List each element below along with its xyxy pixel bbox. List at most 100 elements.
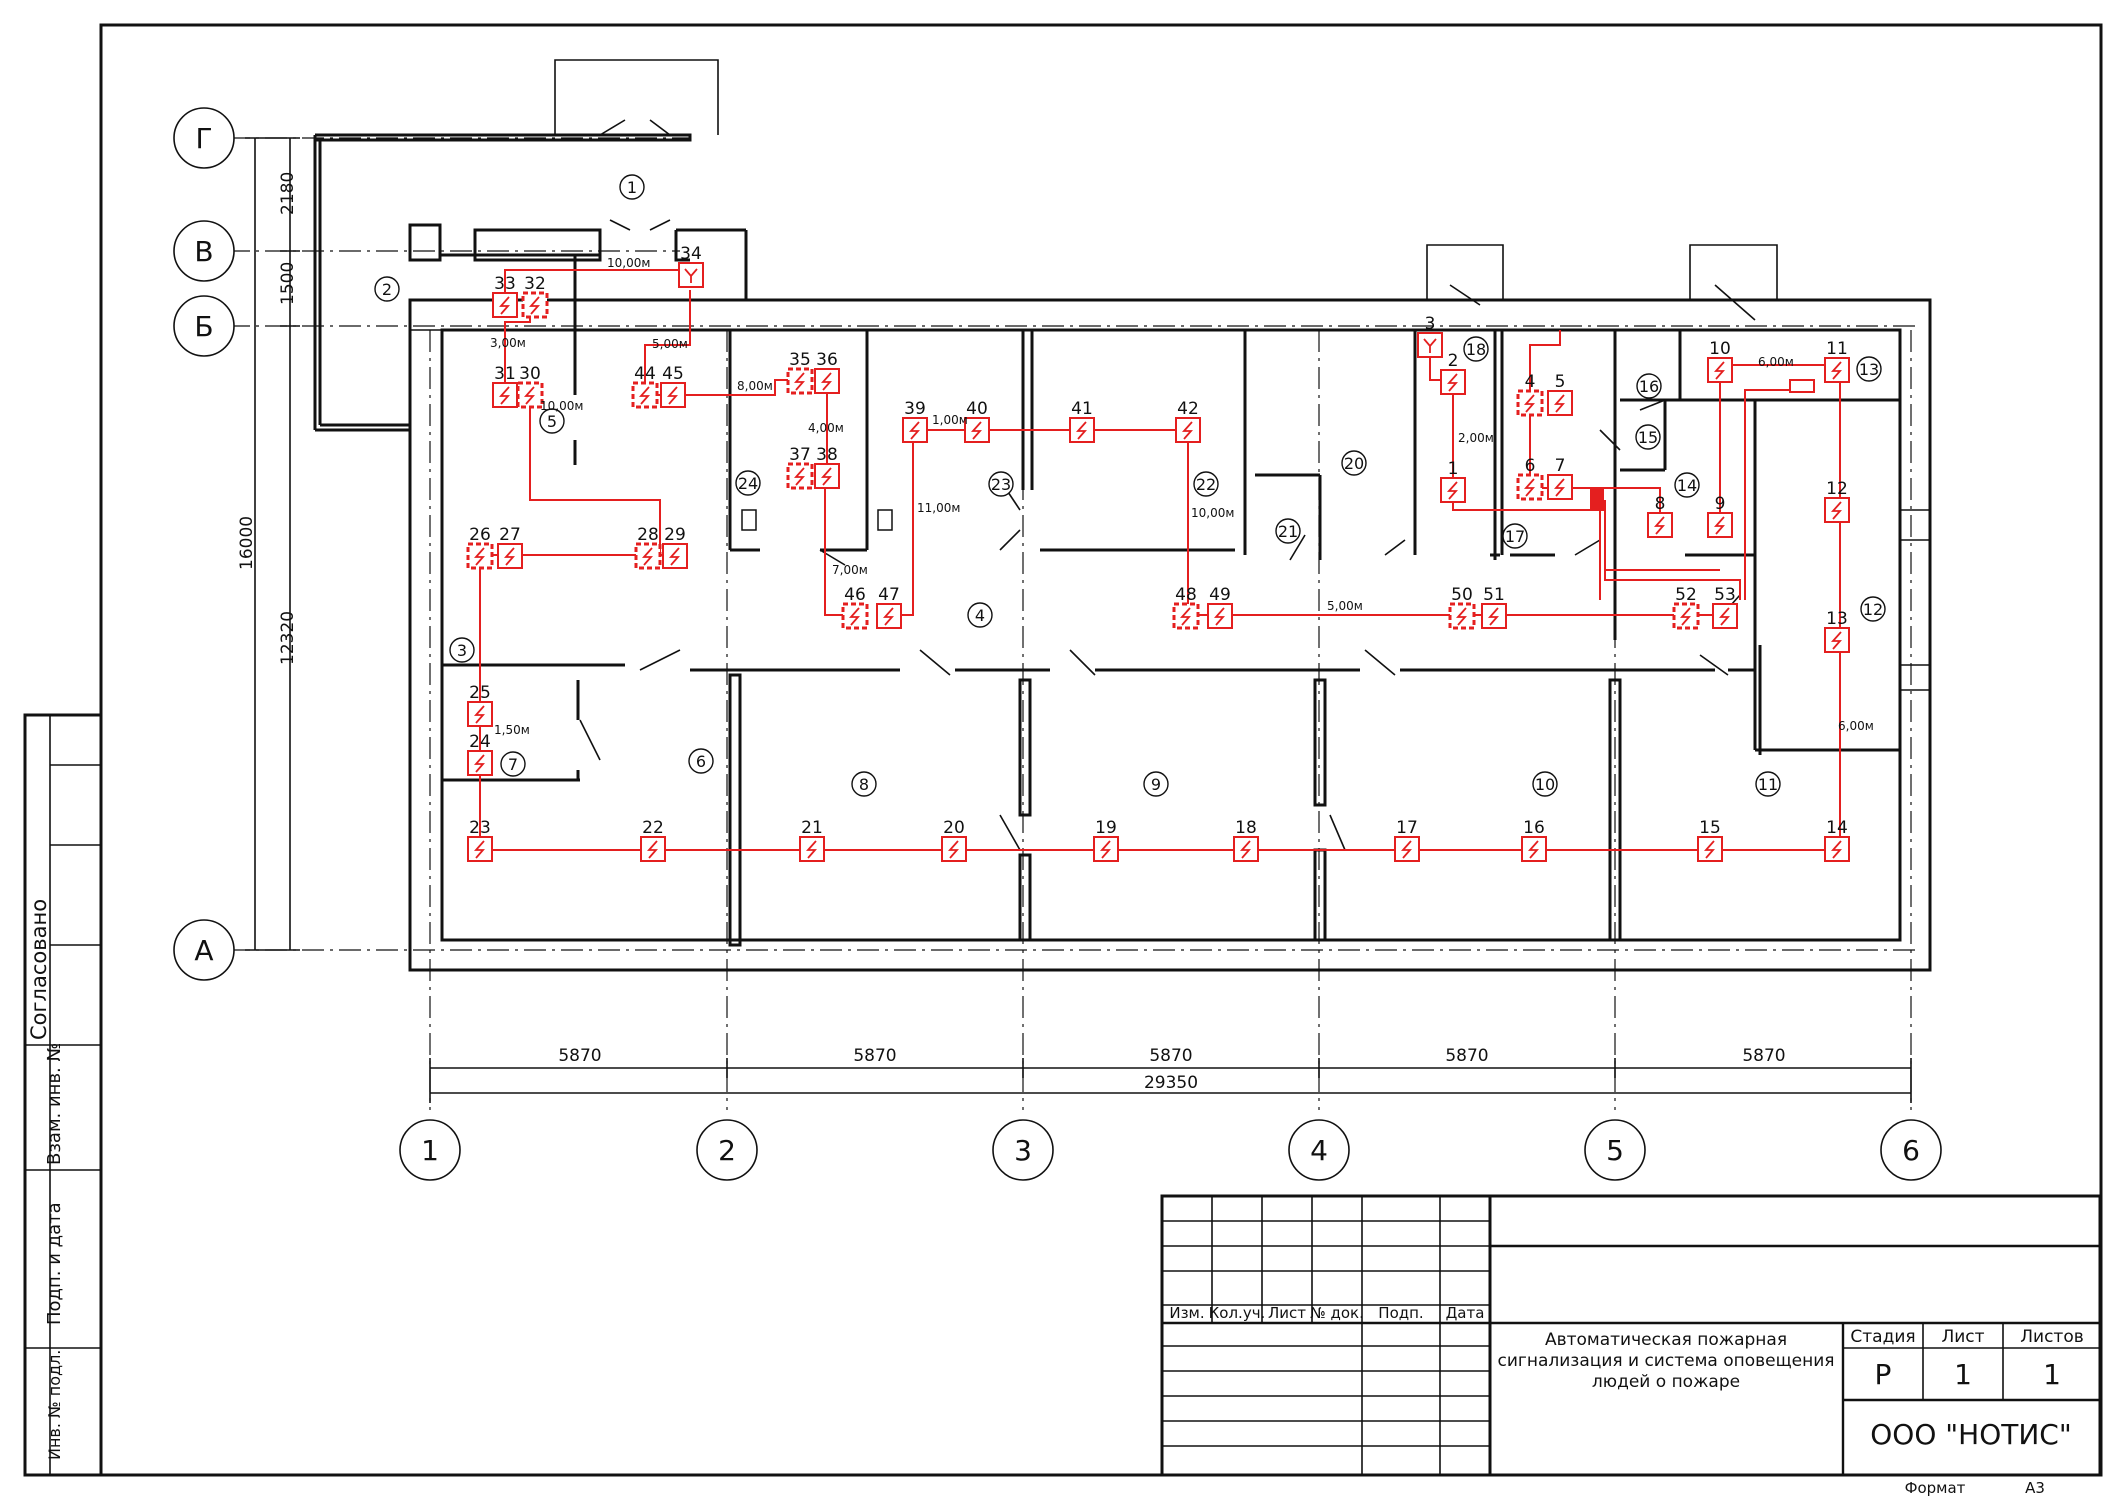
room-number-circle: [374, 276, 400, 302]
detector-label: 18: [1235, 818, 1257, 838]
room-number-circle: [688, 748, 714, 774]
span-dim: 5870: [1445, 1046, 1488, 1066]
detector-label: 1: [1448, 459, 1459, 479]
smoke-detector: 51: [1481, 585, 1507, 629]
smoke-detector: 37: [786, 445, 814, 490]
grid-axis-lines: [228, 137, 1920, 1110]
room-number: 18: [1466, 340, 1486, 359]
axis-number-6: 6: [1902, 1134, 1920, 1167]
detector-label: 45: [662, 364, 684, 384]
room-number-circle: [1674, 472, 1700, 498]
cable-length: 1,50м: [494, 723, 530, 737]
junction-box: [1789, 379, 1815, 393]
cable-length: 7,00м: [832, 563, 868, 577]
detector-label: 36: [816, 350, 838, 370]
detector-label: 46: [844, 585, 866, 605]
side-sign-date-label: Подп. и дата: [44, 1202, 65, 1325]
detector-label: 40: [966, 399, 988, 419]
room-number: 23: [991, 475, 1011, 494]
room-number: 1: [627, 178, 637, 197]
detector-label: 37: [789, 445, 811, 465]
letter-axes: Г В Б А: [173, 107, 235, 981]
company-name: ООО "НОТИС": [1870, 1418, 2071, 1451]
cable-length: 2,00м: [1458, 431, 1494, 445]
room-number: 7: [508, 755, 518, 774]
room-number-circle: [967, 602, 993, 628]
smoke-detector: 41: [1069, 399, 1095, 443]
drawing-title-line-3: людей о пожаре: [1592, 1372, 1740, 1392]
detector-label: 6: [1525, 456, 1536, 476]
room-number-circle: [619, 174, 645, 200]
detector-label: 11: [1826, 339, 1848, 359]
smoke-detector: 24: [467, 732, 493, 776]
room-number-circle: [1755, 771, 1781, 797]
cable-length: 8,00м: [737, 379, 773, 393]
room-number-circle: [1636, 373, 1662, 399]
smoke-detector: 11: [1824, 339, 1850, 383]
side-inv-label: Инв. № подл.: [45, 1350, 64, 1460]
room-number: 8: [859, 775, 869, 794]
cable-length: 3,00м: [490, 336, 526, 350]
side-stamp: Согласовано Взам. инв. № Подп. и дата Ин…: [23, 713, 103, 1477]
span-dim: 5870: [853, 1046, 896, 1066]
smoke-detector: 36: [814, 350, 840, 394]
detector-label: 29: [664, 525, 686, 545]
format-value: А3: [2025, 1479, 2045, 1497]
smoke-detector: 6: [1516, 456, 1544, 501]
detector-label: 25: [469, 683, 491, 703]
detector-label: 53: [1714, 585, 1736, 605]
smoke-detector: 13: [1824, 609, 1850, 653]
col-podp: Подп.: [1378, 1304, 1423, 1322]
room-number: 4: [975, 606, 985, 625]
detector-label: 41: [1071, 399, 1093, 419]
col-data: Дата: [1446, 1304, 1485, 1322]
detector-label: 21: [801, 818, 823, 838]
detector-label: 27: [499, 525, 521, 545]
room-number: 6: [696, 752, 706, 771]
col-izm: Изм.: [1169, 1304, 1204, 1322]
axis-number-2: 2: [718, 1134, 736, 1167]
side-agreed-label: Согласовано: [27, 899, 51, 1040]
room-number: 24: [738, 474, 758, 493]
room-number-circle: [1193, 471, 1219, 497]
axis-letter-g: Г: [195, 122, 212, 155]
cable-length-labels: 10,00м 5,00м 3,00м 8,00м 4,00м 7,00м 1,0…: [490, 256, 1874, 737]
room-number: 12: [1863, 600, 1883, 619]
smoke-detector: 49: [1207, 585, 1233, 629]
smoke-detector: 14: [1824, 818, 1850, 862]
sheet-label: Лист: [1941, 1327, 1984, 1347]
detector-label: 33: [494, 274, 516, 294]
dim-12320: 12320: [278, 611, 298, 665]
room-number-circle: [449, 637, 475, 663]
cable-length: 6,00м: [1758, 355, 1794, 369]
room-number: 2: [382, 280, 392, 299]
dim-16000: 16000: [237, 516, 257, 570]
detector-label: 30: [519, 364, 541, 384]
sheets-label: Листов: [2020, 1327, 2084, 1347]
room-number-circle: [851, 771, 877, 797]
smoke-detector: 18: [1233, 818, 1259, 862]
smoke-detector: 33: [492, 274, 518, 318]
smoke-detector: 16: [1521, 818, 1547, 862]
total-dim: 29350: [1144, 1073, 1198, 1093]
manual-call-point-detector: 34: [678, 244, 704, 288]
detector-label: 22: [642, 818, 664, 838]
smoke-detector: 27: [497, 525, 523, 569]
smoke-detector: 53: [1712, 585, 1738, 629]
smoke-detector: 21: [799, 818, 825, 862]
room-number-circle: [735, 470, 761, 496]
detector-label: 35: [789, 350, 811, 370]
smoke-detector: 5: [1547, 372, 1573, 416]
detector-label: 34: [680, 244, 702, 264]
cable-length: 10,00м: [607, 256, 650, 270]
smoke-detector: 7: [1547, 456, 1573, 500]
room-number: 9: [1151, 775, 1161, 794]
smoke-detector: 15: [1697, 818, 1723, 862]
control-panel: [1590, 488, 1604, 510]
smoke-detector: 4: [1516, 372, 1544, 417]
drawing-title-line-1: Автоматическая пожарная: [1545, 1330, 1787, 1350]
smoke-detector: 46: [841, 585, 869, 630]
smoke-detector: 31: [492, 364, 518, 408]
drawing-title-line-2: сигнализация и система оповещения: [1498, 1351, 1835, 1371]
detector-label: 13: [1826, 609, 1848, 629]
